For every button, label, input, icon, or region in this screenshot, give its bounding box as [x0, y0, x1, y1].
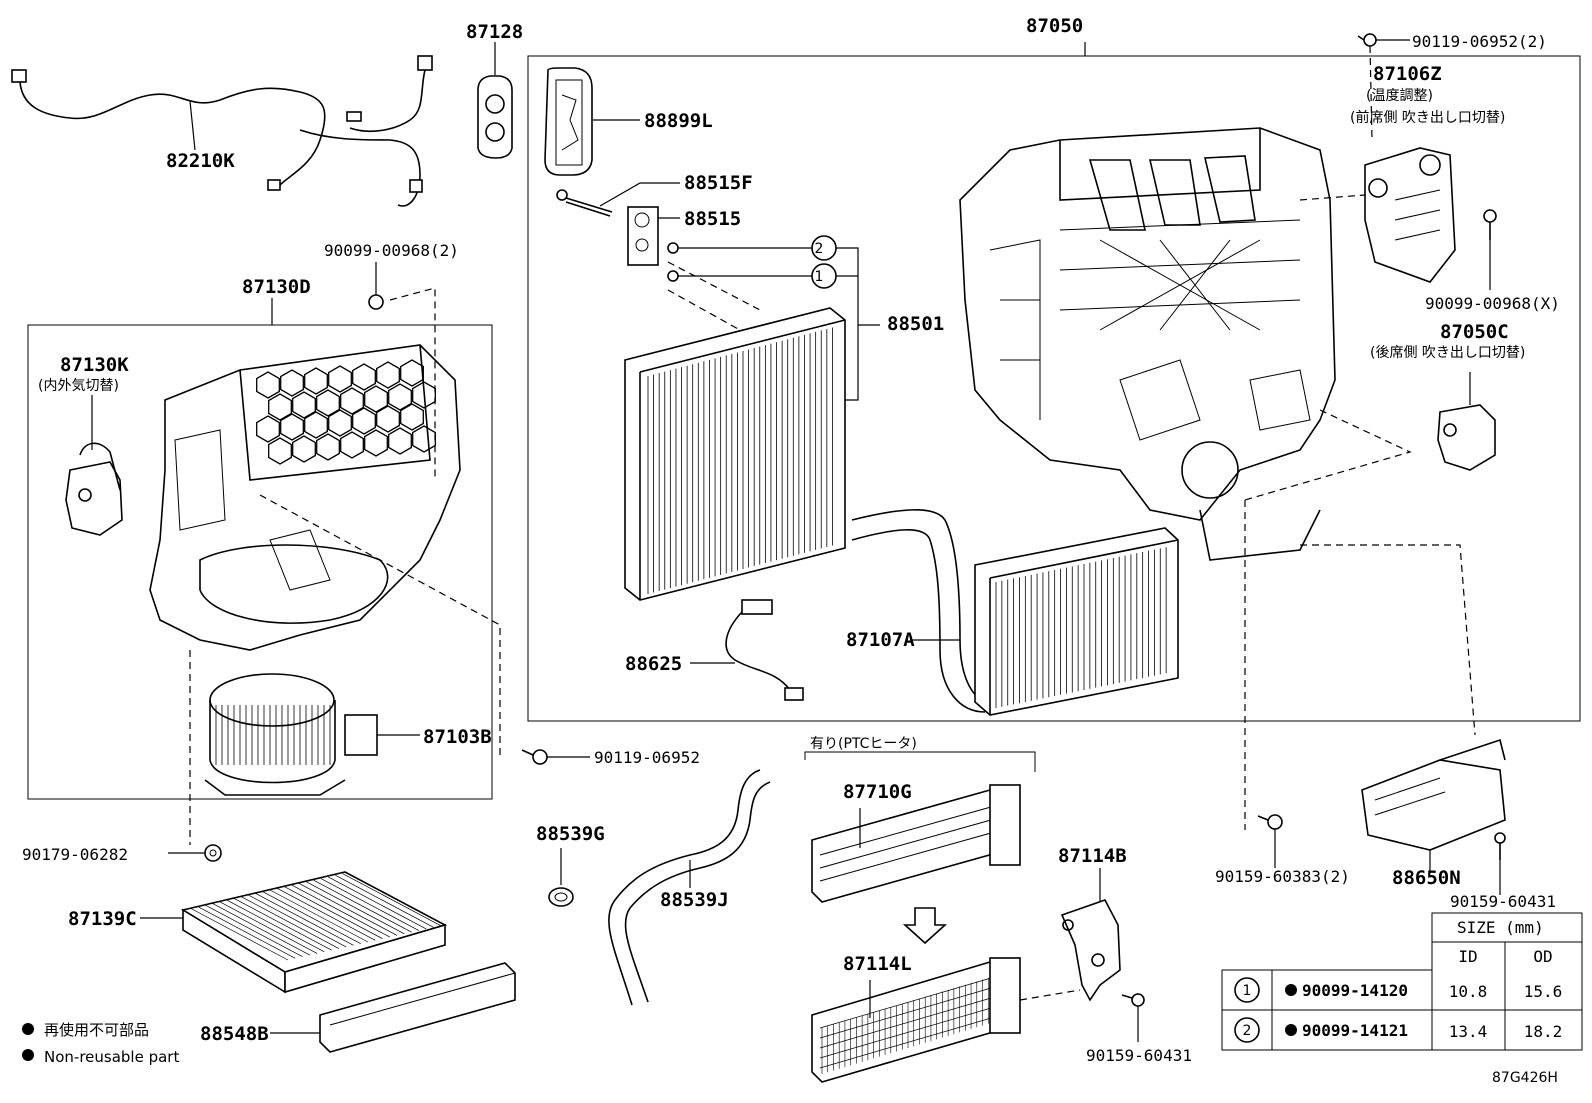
label-87128: 87128	[466, 21, 523, 43]
screw-90119-06952	[521, 749, 590, 765]
table-row2-od: 18.2	[1524, 1022, 1563, 1041]
blower-motor-87103b	[204, 673, 420, 796]
actuator-87130k	[65, 395, 123, 536]
label-88650n: 88650N	[1392, 867, 1461, 889]
legend-text-en: Non-reusable part	[44, 1048, 179, 1066]
evaporator-88501	[624, 307, 846, 601]
table-col-id: ID	[1458, 947, 1477, 966]
sensor-88625	[690, 599, 804, 701]
hvac-unit-87050	[959, 42, 1336, 561]
label-88515: 88515	[684, 208, 741, 230]
filter-case-88548b	[270, 962, 516, 1053]
label-88539g: 88539G	[536, 823, 605, 845]
diagram-code: 87G426H	[1492, 1070, 1558, 1086]
gasket-88899l	[544, 67, 640, 176]
label-90119-06952: 90119-06952	[594, 748, 700, 767]
label-87050: 87050	[1026, 15, 1083, 37]
label-90179-06282: 90179-06282	[22, 845, 128, 864]
label-87106z-desc2: (前席側 吹き出し口切替)	[1350, 109, 1505, 126]
label-90159-60431-a: 90159-60431	[1450, 892, 1556, 911]
table-row2-part: 90099-14121	[1302, 1021, 1408, 1040]
label-90159-60383-2: 90159-60383(2)	[1215, 867, 1350, 886]
nut-90179-06282	[168, 844, 222, 862]
table-row1-no: 1	[1243, 983, 1252, 999]
ptc-heater-group	[804, 751, 1081, 1083]
table-circle-1	[1234, 977, 1260, 1003]
legend-dot-2	[22, 1049, 34, 1061]
label-88899l: 88899L	[644, 110, 713, 132]
actuator-87106z	[1299, 33, 1497, 290]
legend-text-jp: 再使用不可部品	[44, 1021, 149, 1039]
table-row1-od: 15.6	[1524, 982, 1563, 1001]
non-reusable-dot-2	[1285, 1024, 1297, 1036]
label-87103b: 87103B	[423, 726, 492, 748]
bolt-90159-60383	[1257, 814, 1283, 868]
label-87050c: 87050C	[1440, 321, 1509, 343]
actuator-87050c	[1244, 372, 1496, 501]
blower-assembly-frame	[27, 324, 493, 800]
label-87106z: 87106Z	[1373, 63, 1442, 85]
label-87130k-desc: (内外気切替)	[38, 378, 119, 394]
heater-core-87107a	[851, 509, 1179, 716]
expansion-valve-88515	[627, 206, 680, 266]
label-87710g: 87710G	[843, 781, 912, 803]
drain-hose-88539j	[608, 769, 771, 1006]
table-row1-id: 10.8	[1449, 982, 1488, 1001]
screw-90099-00968	[368, 262, 384, 310]
size-table	[1221, 912, 1583, 1051]
table-header: SIZE (mm)	[1457, 918, 1544, 937]
bracket-87114b	[1060, 868, 1145, 1042]
label-90099-00968-2: 90099-00968(2)	[324, 241, 459, 260]
label-87050c-desc: (後席側 吹き出し口切替)	[1370, 345, 1525, 361]
table-row2-id: 13.4	[1449, 1022, 1488, 1041]
label-82210k: 82210K	[166, 150, 235, 172]
bolt-88515f	[556, 182, 680, 217]
label-90159-60431-b: 90159-60431	[1086, 1046, 1192, 1065]
label-88501: 88501	[887, 313, 944, 335]
amplifier-88650n	[1361, 738, 1506, 895]
dash-line-88650n	[1300, 544, 1476, 736]
non-reusable-dot-1	[1285, 984, 1297, 996]
label-87114l: 87114L	[843, 953, 912, 975]
wire-harness-82210k	[11, 55, 433, 207]
legend-dot-1	[22, 1023, 34, 1035]
label-88625: 88625	[625, 653, 682, 675]
o-rings-88501	[667, 235, 880, 401]
callout-text-2: 2	[815, 241, 824, 257]
label-90099-00968-x: 90099-00968(X)	[1425, 294, 1560, 313]
callout-text-1: 1	[815, 269, 824, 285]
label-87130k: 87130K	[60, 354, 129, 376]
grommet-88539g	[548, 848, 574, 907]
seal-87128	[477, 42, 513, 159]
table-circle-2	[1234, 1017, 1260, 1043]
label-90119-06952-2: 90119-06952(2)	[1412, 32, 1547, 51]
table-row2-no: 2	[1243, 1023, 1252, 1039]
label-87130d: 87130D	[242, 276, 311, 298]
air-filter-87139c	[140, 871, 448, 994]
label-ptc-note: 有り(PTCヒータ)	[810, 736, 917, 752]
label-88539j: 88539J	[660, 889, 729, 911]
label-87139c: 87139C	[68, 908, 137, 930]
label-88548b: 88548B	[200, 1023, 269, 1045]
table-row1-part: 90099-14120	[1302, 981, 1408, 1000]
label-87114b: 87114B	[1058, 845, 1127, 867]
blower-housing-87130d	[149, 287, 501, 845]
main-assembly-frame	[527, 55, 1581, 722]
label-88515f: 88515F	[684, 172, 753, 194]
label-87107a: 87107A	[846, 629, 915, 651]
label-87106z-desc1: (温度調整)	[1366, 88, 1433, 104]
table-col-od: OD	[1533, 947, 1552, 966]
